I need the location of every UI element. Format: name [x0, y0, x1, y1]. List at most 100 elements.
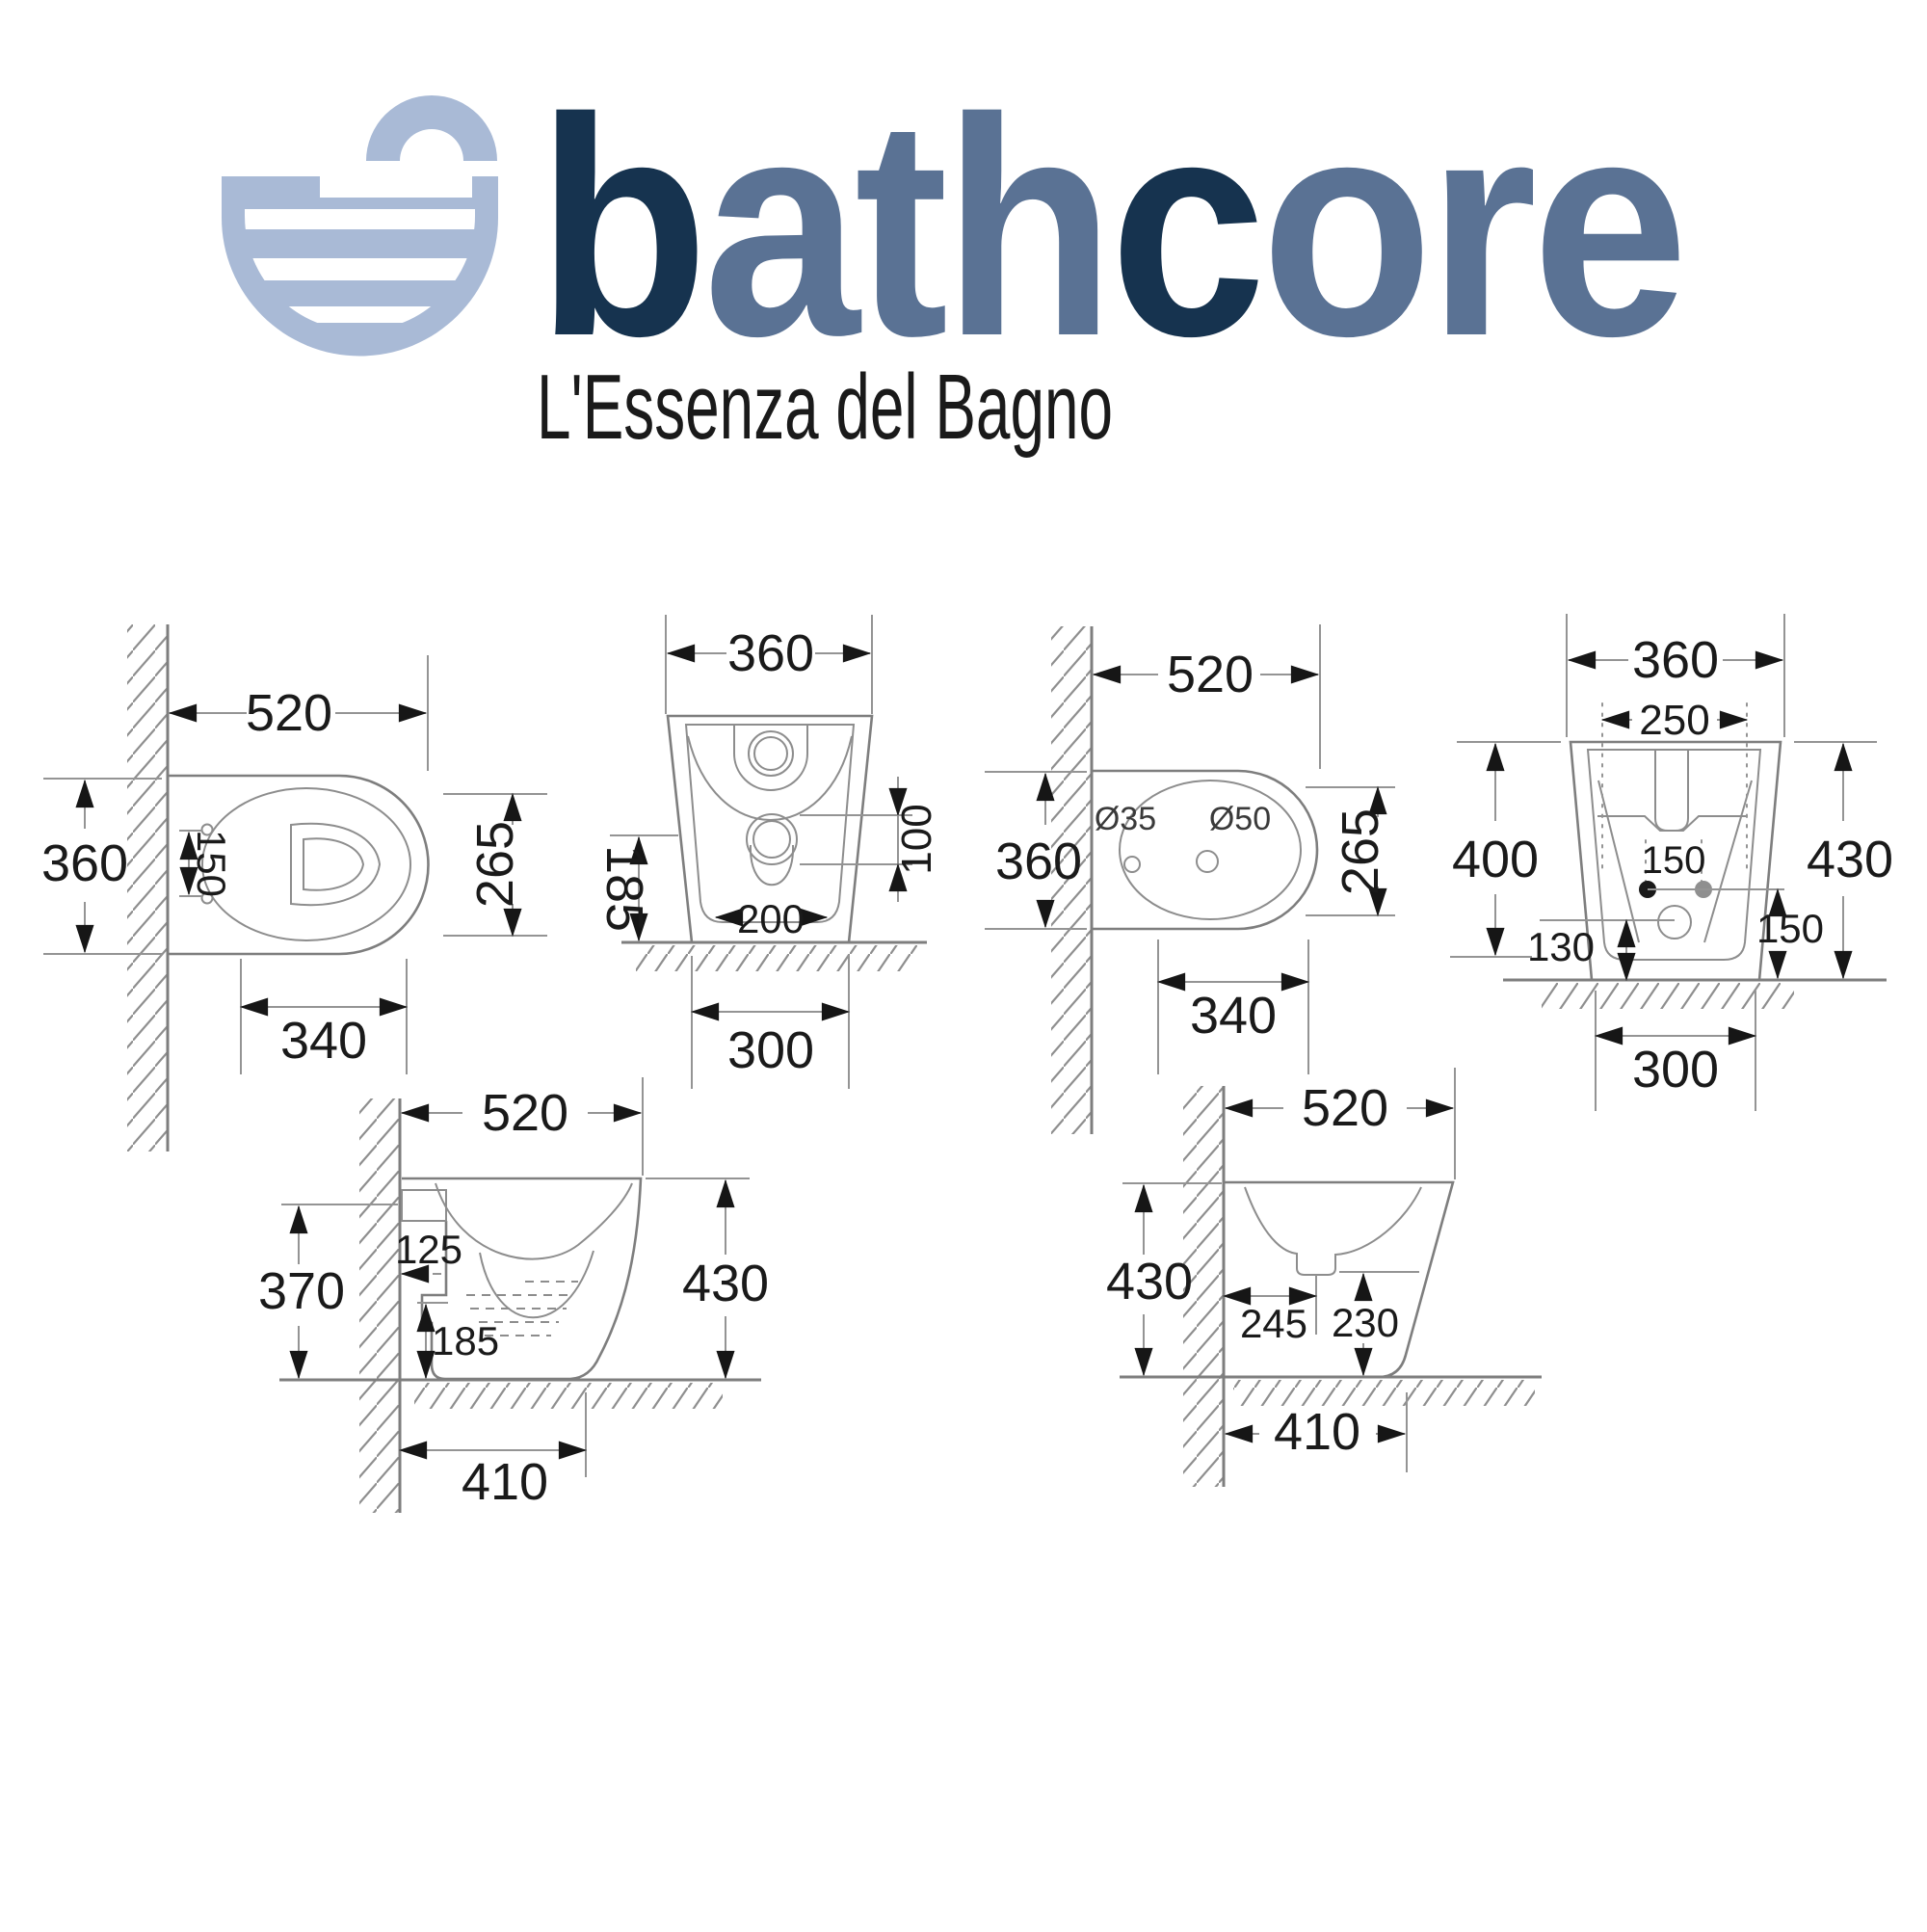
dim-outlet-size: 100	[888, 777, 940, 902]
dim-label: 265	[466, 821, 524, 908]
dim-label: 360	[1632, 631, 1719, 689]
dim-drain-height: 130	[1527, 918, 1636, 982]
dim-width: 520	[1092, 646, 1320, 703]
brand-seg-1: b	[537, 55, 703, 401]
dim-bowl-depth: 265	[1332, 785, 1389, 917]
bowl-inner-curve	[479, 1250, 594, 1319]
drain-hole	[1196, 850, 1219, 873]
dim-depth: 360	[41, 779, 128, 954]
dim-label: 100	[893, 804, 940, 874]
dim-label: 130	[1527, 924, 1595, 969]
ext-lines	[1450, 614, 1877, 1111]
dim-label: 520	[1167, 646, 1254, 703]
tap-deck-column	[1654, 750, 1689, 832]
view-bidet-side: 520 430 245 230 410	[1106, 1068, 1542, 1487]
basin-wall-line	[1597, 780, 1640, 943]
toilet-outline	[166, 774, 430, 956]
dim-label: 340	[1190, 987, 1277, 1045]
ext-lines	[43, 655, 547, 1074]
dim-height: 430	[682, 1178, 769, 1380]
ext-lines	[985, 624, 1395, 1074]
bowl-curve	[687, 735, 853, 821]
dim-label: 250	[1639, 697, 1709, 744]
view-bidet-top: Ø35 Ø50 520 360 265 340	[985, 624, 1395, 1134]
dim-rim-width: 250	[1600, 697, 1749, 744]
dim-label: 430	[682, 1255, 769, 1312]
dim-drain-height: 230	[1332, 1272, 1399, 1377]
wall-hatch	[359, 1098, 400, 1513]
dim-back-height: 400	[1452, 742, 1539, 957]
dim-label: 340	[280, 1012, 367, 1070]
floor-hatch	[1542, 983, 1794, 1009]
dim-label: 300	[1632, 1041, 1719, 1098]
wall-hatch	[1051, 626, 1092, 1134]
bidet-inner-outline	[1586, 749, 1762, 961]
dim-label: 430	[1807, 831, 1893, 888]
drain-hole	[1657, 905, 1692, 940]
dim-label: 265	[1332, 808, 1389, 895]
dim-label: 230	[1332, 1300, 1399, 1345]
dim-depth: 520	[1224, 1079, 1455, 1137]
tap-hole	[1123, 856, 1141, 873]
dim-label: 370	[258, 1262, 345, 1320]
dim-label: 360	[727, 624, 814, 682]
toilet-outline	[666, 714, 874, 944]
brand-tagline: L'Essenza del Bagno	[537, 356, 1113, 459]
center-dashed-lines	[1601, 702, 1748, 884]
view-bidet-back: 360 250 400 430 150 130 150 30	[1450, 614, 1893, 1111]
dim-base-depth: 410	[398, 1441, 588, 1511]
dim-inlet-height: 370	[258, 1204, 345, 1380]
dim-outlet-height: 185	[416, 1303, 499, 1380]
bowl-opening-inner	[303, 837, 365, 891]
floor-hatch	[636, 945, 917, 971]
toilet-inner-outline	[684, 724, 856, 923]
faucet-arc-icon	[366, 95, 497, 161]
dim-base-width: 300	[1594, 1026, 1757, 1098]
view-toilet-side: 520 370 125 185 430 410	[258, 1077, 769, 1513]
dim-fixing-height: 150	[1756, 887, 1824, 980]
dim-label: 245	[1240, 1301, 1307, 1346]
bidet-outline	[1224, 1180, 1455, 1379]
logo: bathcore L'Essenza del Bagno	[222, 55, 1689, 459]
seat-ring	[201, 787, 411, 941]
dim-bowl-depth: 265	[466, 792, 524, 938]
view-toilet-back: 360 185 100 200 300	[595, 615, 940, 1089]
basin-rim	[1119, 780, 1302, 920]
brand-seg-3: c	[1110, 55, 1261, 401]
bathcore-logo-icon	[222, 95, 498, 357]
dim-hole-spacing: 150	[1642, 839, 1706, 882]
dim-outlet-height: 185	[595, 835, 653, 942]
inlet-pocket	[733, 725, 808, 791]
tap-hole-label: Ø35	[1095, 801, 1156, 837]
dim-depth: 360	[995, 772, 1082, 929]
basin-wall-line	[1703, 780, 1753, 943]
dim-inlet-offset: 125	[395, 1227, 462, 1284]
dim-label: 360	[995, 833, 1082, 890]
dim-label: 125	[395, 1227, 462, 1272]
drain-hole-label: Ø50	[1209, 801, 1271, 837]
dim-height: 430	[1807, 742, 1893, 980]
ext-lines	[281, 1077, 750, 1477]
dim-label: 185	[432, 1318, 499, 1363]
dim-label: 200	[737, 896, 805, 941]
dim-bowl-length: 340	[1156, 972, 1310, 1045]
brand-seg-2: ath	[703, 55, 1110, 401]
dim-label: 360	[41, 834, 128, 892]
rim-inner-curve	[435, 1182, 633, 1260]
dim-label: 520	[482, 1084, 568, 1142]
dim-height: 430	[1106, 1183, 1193, 1377]
dim-label: 520	[1302, 1079, 1388, 1137]
basin-inner-curve	[1244, 1186, 1422, 1276]
dim-bowl-length: 340	[239, 997, 409, 1070]
dim-width: 360	[666, 624, 872, 682]
floor-hatch	[1233, 1380, 1535, 1406]
dim-label: 520	[246, 684, 332, 742]
dim-base-depth: 410	[1224, 1403, 1407, 1461]
basin-rim-line	[1597, 815, 1748, 832]
inlet-hole-inner	[753, 736, 788, 771]
dim-base-width: 300	[690, 1002, 851, 1079]
hidden-water-lines	[466, 1281, 578, 1337]
dim-label: 430	[1106, 1253, 1193, 1310]
